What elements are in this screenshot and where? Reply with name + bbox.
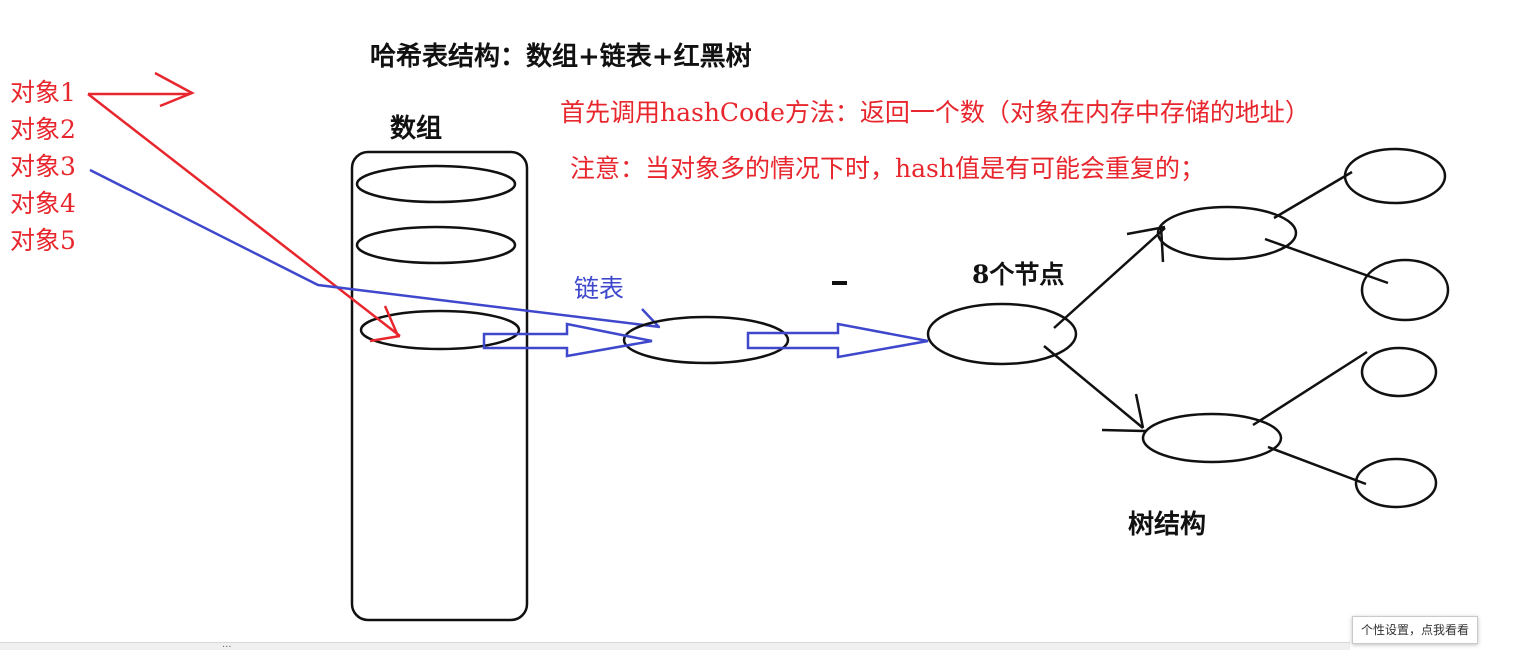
object-label-5: 对象5 xyxy=(10,226,76,255)
block-arrow-list-to-nodes xyxy=(746,322,929,359)
diagram-title: 哈希表结构：数组+链表+红黑树 xyxy=(370,42,752,72)
red-arrow-to-slot xyxy=(87,93,401,343)
tree-leaf xyxy=(1354,457,1438,509)
personalize-tooltip[interactable]: 个性设置，点我看看 xyxy=(1352,616,1479,644)
tree-branch-upper xyxy=(1053,225,1166,329)
tree-node-upper xyxy=(1156,205,1298,261)
hashcode-note: 首先调用hashCode方法：返回一个数（对象在内存中存储的地址） xyxy=(560,98,1310,127)
block-arrow-slot-to-list xyxy=(482,322,653,358)
scrollbar-grip[interactable]: ... xyxy=(222,639,232,650)
tree-structure-label: 树结构 xyxy=(1128,510,1207,540)
object-label-3: 对象3 xyxy=(10,152,76,181)
red-arrow-right xyxy=(88,71,195,108)
tree-leaf xyxy=(1360,258,1450,322)
node-count-label: 8个节点 xyxy=(972,260,1065,289)
array-slot xyxy=(355,225,517,265)
object-label-4: 对象4 xyxy=(10,189,76,218)
array-label: 数组 xyxy=(390,114,443,144)
collision-note: 注意：当对象多的情况下时，hash值是有可能会重复的； xyxy=(570,154,1205,183)
object-label-1: 对象1 xyxy=(10,78,76,107)
linked-list-node xyxy=(622,315,790,365)
tree-edge xyxy=(1273,170,1353,220)
tree-root-node xyxy=(926,302,1078,366)
tree-edge xyxy=(1264,237,1389,285)
tree-leaf xyxy=(1360,346,1438,398)
array-slot xyxy=(355,164,517,204)
linked-list-label: 链表 xyxy=(574,274,625,303)
array-container xyxy=(350,150,529,622)
object-label-2: 对象2 xyxy=(10,115,76,144)
tree-leaf xyxy=(1343,147,1447,205)
tree-edge xyxy=(1252,350,1368,427)
tree-edge xyxy=(1267,445,1367,486)
tree-node-lower xyxy=(1141,412,1283,464)
horizontal-scrollbar[interactable] xyxy=(0,642,1350,650)
blue-arrow-to-linked-list xyxy=(89,168,661,329)
tree-branch-lower xyxy=(1043,345,1147,433)
array-slot xyxy=(359,309,521,351)
